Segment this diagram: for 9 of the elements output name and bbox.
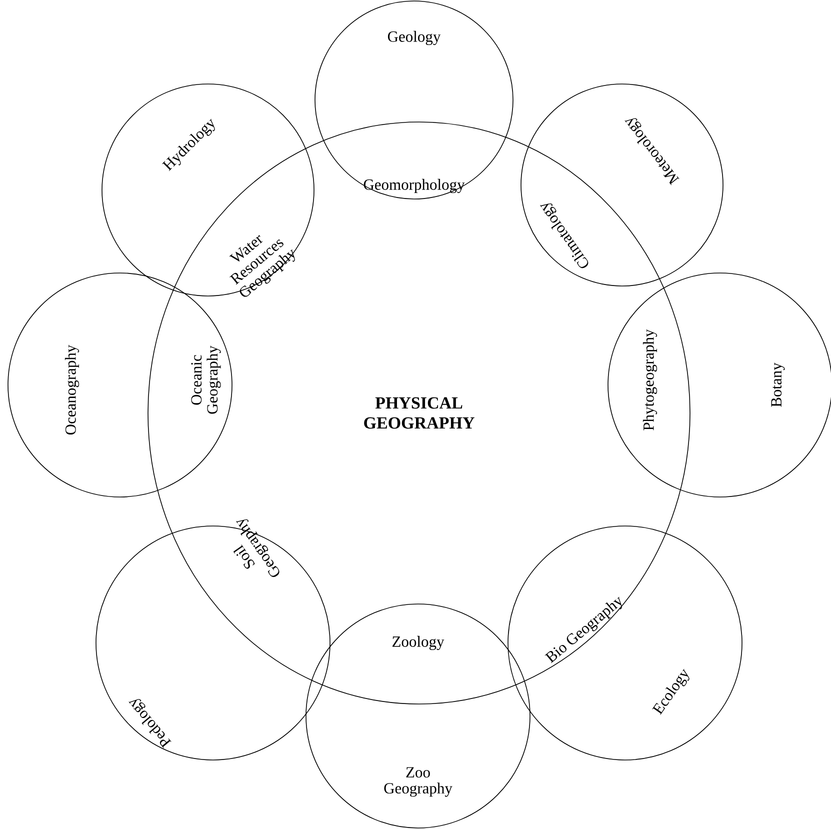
topic-label: Zoology [392, 636, 444, 650]
topic-label: Botany [771, 362, 785, 407]
overlap-label: Geomorphology [364, 178, 465, 194]
overlap-label: Phytogeography [642, 329, 658, 430]
overlap-label: Zoo Geography [384, 767, 452, 797]
title-label: PHYSICAL GEOGRAPHY [364, 397, 474, 429]
topic-label: Geology [388, 30, 441, 46]
topic-label: Oceanography [64, 344, 80, 435]
overlap-label: Oceanic Geography [191, 346, 221, 414]
